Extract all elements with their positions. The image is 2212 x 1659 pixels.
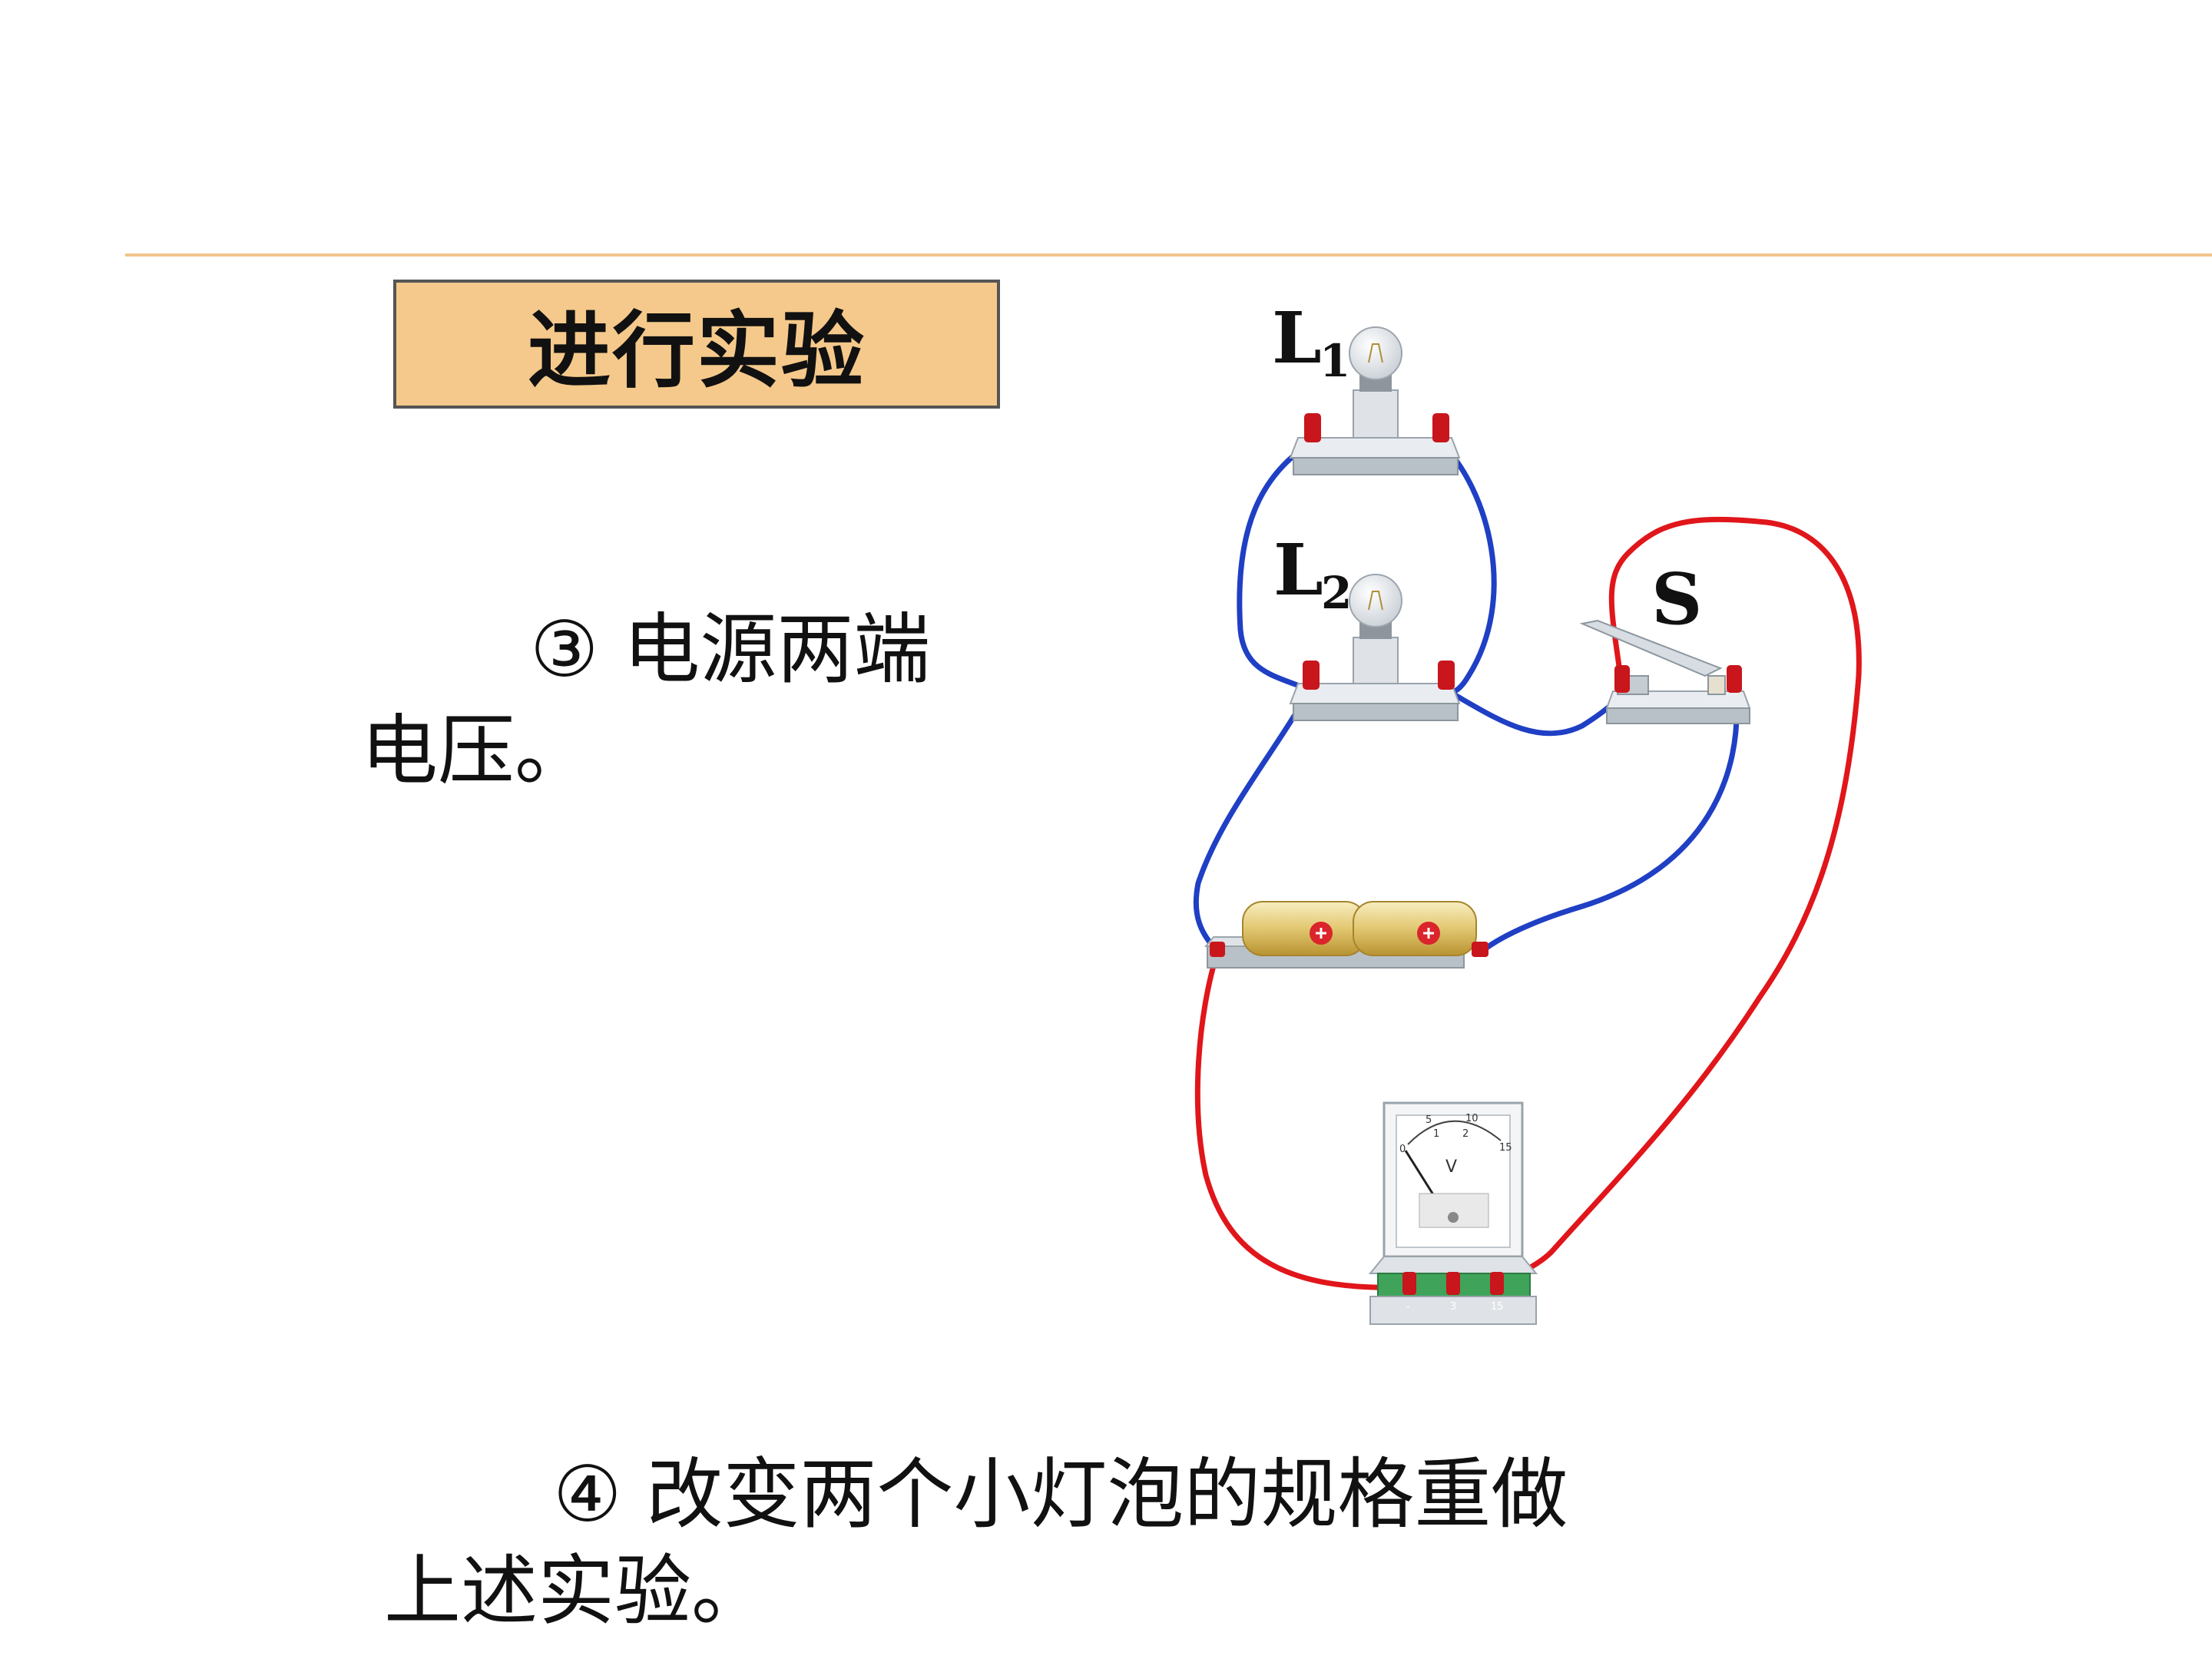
voltmeter-unit: V	[1445, 1157, 1457, 1177]
voltmeter: 0 5 10 15 1 2 V - 3 15	[1368, 1101, 1538, 1325]
inner-tick-2: 2	[1462, 1128, 1469, 1140]
lamp-l1-subscript: 1	[1320, 335, 1350, 387]
battery-holder	[1204, 901, 1488, 969]
wire-l2-left-to-battery	[1193, 687, 1313, 955]
wire-l2-right-to-switch	[1442, 687, 1627, 737]
lamp-l2-subscript: 2	[1321, 567, 1352, 619]
lamp-l1	[1289, 326, 1461, 475]
lamp-l1-label: L	[1272, 296, 1322, 379]
terminal-label-3: 3	[1450, 1301, 1456, 1313]
scale-tick-0: 0	[1399, 1144, 1406, 1155]
wire-battery-to-voltmeter	[1194, 949, 1405, 1290]
wire-voltmeter-to-switch	[1495, 516, 1862, 1290]
switch-label: S	[1651, 558, 1702, 641]
section-title-box: 进行实验	[393, 280, 1000, 409]
terminal-label-15: 15	[1491, 1301, 1504, 1313]
red-wires	[1194, 516, 1862, 1290]
step4-line2: 上述实验。	[384, 1546, 768, 1636]
switch-s	[1579, 619, 1751, 724]
wire-l1-left-to-l2-left	[1237, 439, 1313, 693]
inner-tick-1: 1	[1433, 1128, 1439, 1140]
circuit-diagram: 0 5 10 15 1 2 V - 3 15 L 1 L 2 S	[1193, 296, 1862, 1325]
header-divider	[125, 253, 2212, 257]
wire-l1-right-to-l2-right	[1438, 439, 1497, 695]
scale-tick-5: 5	[1426, 1114, 1432, 1126]
wire-switch-to-battery	[1479, 687, 1740, 954]
step4-line1: ④ 改变两个小灯泡的规格重做	[553, 1449, 1568, 1539]
section-title: 进行实验	[527, 303, 866, 399]
step3-line1: ③ 电源两端	[530, 604, 931, 694]
scale-tick-15: 15	[1499, 1142, 1512, 1154]
lamp-l2	[1289, 574, 1461, 721]
scale-tick-10: 10	[1465, 1113, 1479, 1124]
terminal-label-neg: -	[1406, 1301, 1410, 1313]
blue-wires	[1193, 439, 1740, 955]
step3-line2: 电压。	[361, 706, 591, 796]
lamp-l2-label: L	[1273, 528, 1323, 611]
